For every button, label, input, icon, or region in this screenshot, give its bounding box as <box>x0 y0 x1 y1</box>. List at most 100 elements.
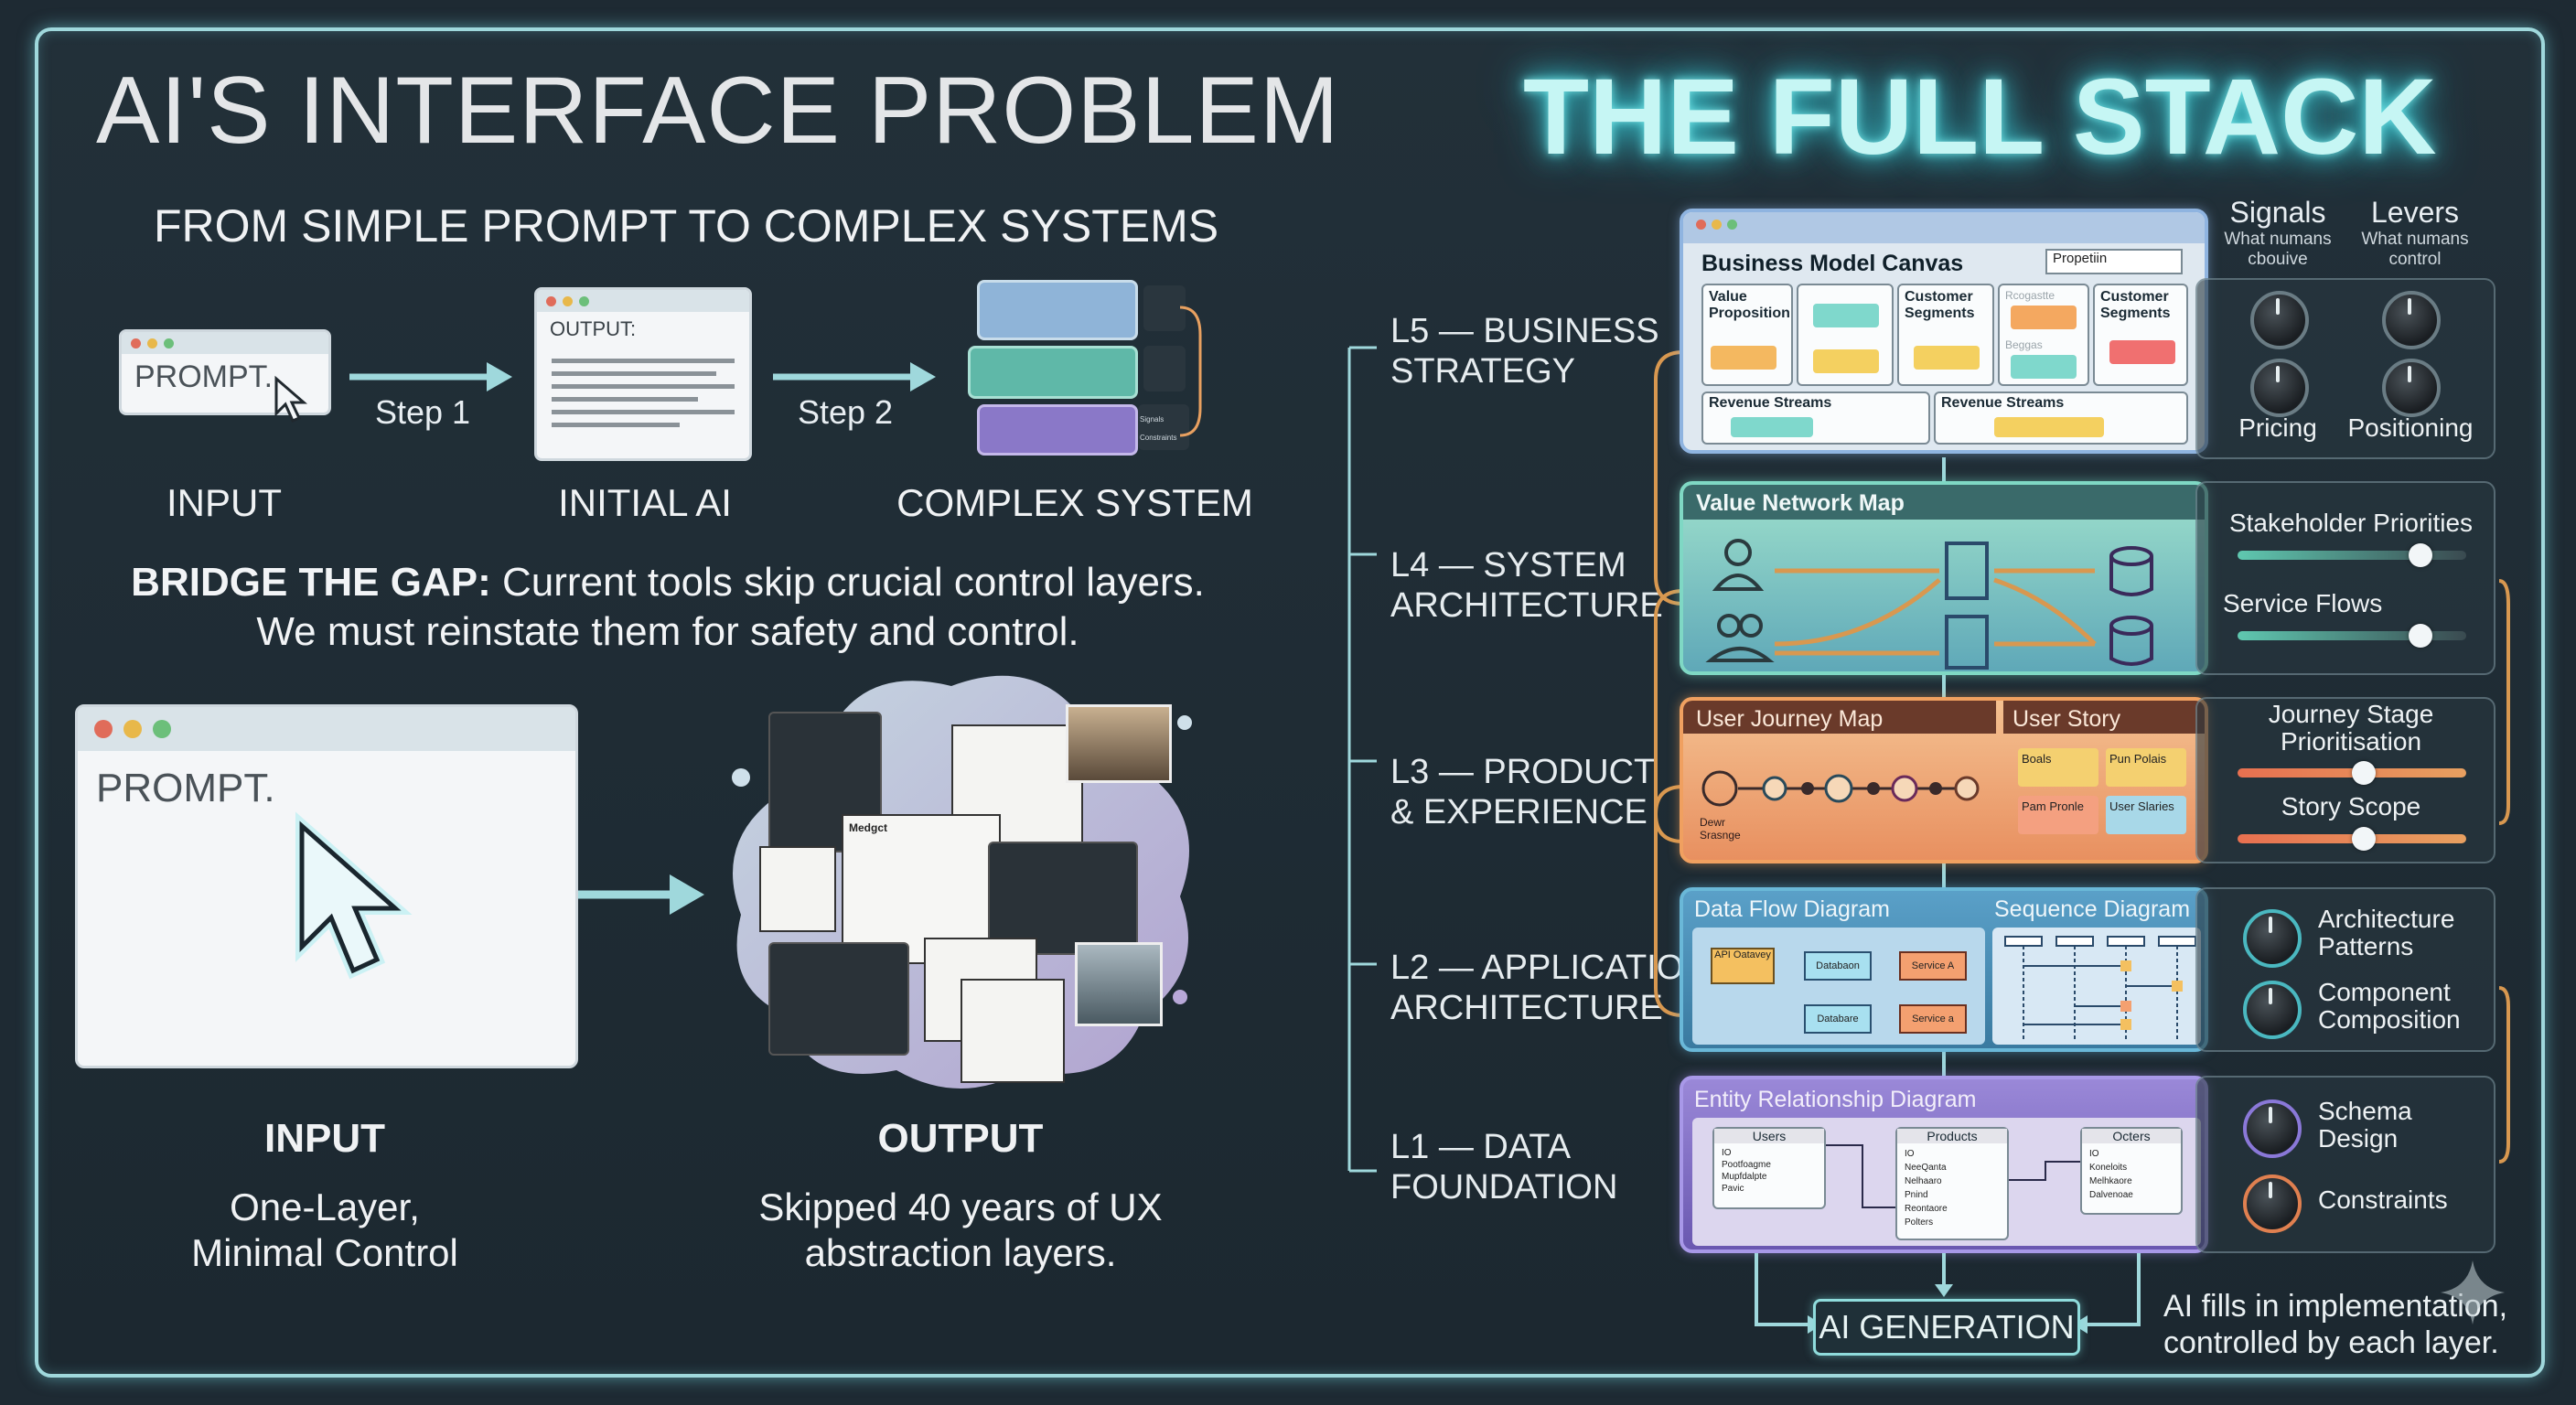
er-field: Pootfoagme <box>1722 1160 1771 1170</box>
bmc-customer-segments-1: Customer Segments <box>1897 284 1994 386</box>
bridge-line2: We must reinstate them for safety and co… <box>256 609 1079 654</box>
er-users-title: Users <box>1714 1129 1824 1143</box>
prompt-window-large: PROMPT. <box>75 704 578 1068</box>
sequence-diagram <box>2004 936 2196 1039</box>
output-text-small: OUTPUT: <box>550 317 637 340</box>
knob-constraints[interactable] <box>2243 1174 2302 1233</box>
label-pricing: Pricing <box>2238 413 2317 442</box>
prompt-text-large: PROMPT. <box>96 766 275 810</box>
persona-label: Dewr Srasnge <box>1700 816 1741 842</box>
label-schema-design: Schema Design <box>2318 1097 2412 1153</box>
slider-story-scope[interactable] <box>2238 827 2466 851</box>
complex-system-mini: Signals Constraints <box>951 280 1202 463</box>
sparkle-icon <box>2441 1260 2505 1325</box>
knob-l5-positioning[interactable] <box>2382 359 2441 417</box>
er-field: Koneloits <box>2089 1163 2128 1173</box>
node-database-2: Databare <box>1804 1004 1872 1034</box>
card-l4: Value Network Map <box>1680 481 2208 675</box>
cloud-doc-label: Medgct <box>849 821 887 834</box>
arrow-step1 <box>349 362 512 391</box>
bmc-faded: Rcogastte Beggas <box>1998 284 2089 386</box>
ai-generation-box: AI GENERATION <box>1813 1299 2080 1356</box>
step2-label: Step 2 <box>798 393 894 431</box>
card-l5-dropdown[interactable]: Propetiin <box>2045 249 2183 274</box>
levers-header: Levers What numans control <box>2342 196 2488 270</box>
layer-bracket <box>1347 346 1377 1173</box>
node-database-1: Databaon <box>1804 951 1872 981</box>
bridge-bold: BRIDGE THE GAP: <box>131 560 491 605</box>
mini-label-constraints: Constraints <box>1140 434 1177 442</box>
er-field: Mupfdalpte <box>1722 1172 1767 1182</box>
input-caption-line2: Minimal Control <box>191 1231 458 1274</box>
knob-architecture-patterns[interactable] <box>2243 909 2302 968</box>
er-field: Reontaore <box>1905 1204 1948 1214</box>
er-field: Melhkaore <box>2089 1176 2132 1186</box>
prompt-window-small: PROMPT. <box>119 329 331 415</box>
er-field: Pnind <box>1905 1190 1928 1200</box>
user-journey-diagram <box>1701 770 1980 807</box>
slider-service-flows[interactable] <box>2238 624 2466 648</box>
card-l2: Data Flow Diagram Sequence Diagram API O… <box>1680 887 2208 1052</box>
input-caption-line1: One-Layer, <box>230 1185 420 1228</box>
label-l3-line2: & EXPERIENCE <box>1390 793 1648 831</box>
slider-thumb[interactable] <box>2409 624 2432 648</box>
card-l1-title: Entity Relationship Diagram <box>1694 1087 1977 1112</box>
signals-header: Signals What numans cbouive <box>2195 196 2360 270</box>
knob-l5-lever-1[interactable] <box>2382 291 2441 349</box>
label-service-flows: Service Flows <box>2223 589 2383 617</box>
node-api-gateway: API Oatavey <box>1711 948 1775 984</box>
label-journey-stage: Journey Stage Prioritisation <box>2268 700 2434 756</box>
output-caption-title: OUTPUT <box>877 1116 1044 1161</box>
card-l4-title: Value Network Map <box>1696 490 1905 516</box>
card-l5: Business Model Canvas Propetiin Value Pr… <box>1680 209 2208 454</box>
er-field: Nelhaaro <box>1905 1176 1942 1186</box>
mini-label-signals: Signals <box>1140 415 1165 424</box>
label-architecture-patterns: Architecture Patterns <box>2318 905 2455 960</box>
prompt-text-small: PROMPT. <box>134 359 274 394</box>
knob-schema-design[interactable] <box>2243 1099 2302 1158</box>
input-caption-title: INPUT <box>264 1116 385 1161</box>
label-constraints: Constraints <box>2318 1185 2448 1214</box>
footnote-line2: controlled by each layer. <box>2163 1325 2499 1360</box>
mini-bracket <box>1179 306 1202 437</box>
signals-subtitle: What numans cbouive <box>2224 230 2332 269</box>
label-component-composition: Component Composition <box>2318 978 2461 1034</box>
er-field: NeeQanta <box>1905 1163 1947 1173</box>
knob-l5-signal-1[interactable] <box>2250 291 2309 349</box>
slider-journey-stage[interactable] <box>2238 761 2466 785</box>
panel-l1 <box>2195 1076 2496 1253</box>
input-label-top: INPUT <box>166 481 282 524</box>
bmc-faded-1: Rcogastte <box>2005 289 2055 302</box>
er-field: Pavic <box>1722 1184 1744 1194</box>
bmc-revenue-2: Revenue Streams <box>1934 391 2188 445</box>
card-l3: User Journey Map User Story Dewr Srasnge… <box>1680 697 2208 863</box>
complex-system-label: COMPLEX SYSTEM <box>896 481 1253 524</box>
knob-component-composition[interactable] <box>2243 981 2302 1039</box>
left-title: AI'S INTERFACE PROBLEM <box>96 58 1340 164</box>
slider-thumb[interactable] <box>2351 827 2376 851</box>
knob-l5-pricing[interactable] <box>2250 359 2309 417</box>
note-pun-polais: Pun Polais <box>2106 748 2186 787</box>
levers-title: Levers <box>2370 196 2460 229</box>
slider-thumb[interactable] <box>2351 761 2376 785</box>
arrow-big <box>578 874 704 915</box>
label-l5-line1: L5 — BUSINESS <box>1390 312 1659 350</box>
bmc-middle <box>1797 284 1894 386</box>
left-subtitle: FROM SIMPLE PROMPT TO COMPLEX SYSTEMS <box>154 200 1219 252</box>
label-l1-line1: L1 — DATA <box>1390 1128 1572 1166</box>
panel-l2 <box>2195 887 2496 1052</box>
output-window-small: OUTPUT: <box>534 287 752 461</box>
slider-thumb[interactable] <box>2409 543 2432 567</box>
er-field: IO <box>1722 1148 1732 1158</box>
slider-stakeholder-priorities[interactable] <box>2238 543 2466 567</box>
er-field: IO <box>2089 1149 2099 1159</box>
er-field: IO <box>1905 1149 1915 1159</box>
levers-subtitle: What numans control <box>2361 230 2469 269</box>
bmc-revenue-1: Revenue Streams <box>1701 391 1930 445</box>
output-cloud: Medgct <box>723 668 1198 1098</box>
card-l2-title: Data Flow Diagram <box>1694 896 1890 922</box>
signals-title: Signals <box>2229 196 2326 229</box>
